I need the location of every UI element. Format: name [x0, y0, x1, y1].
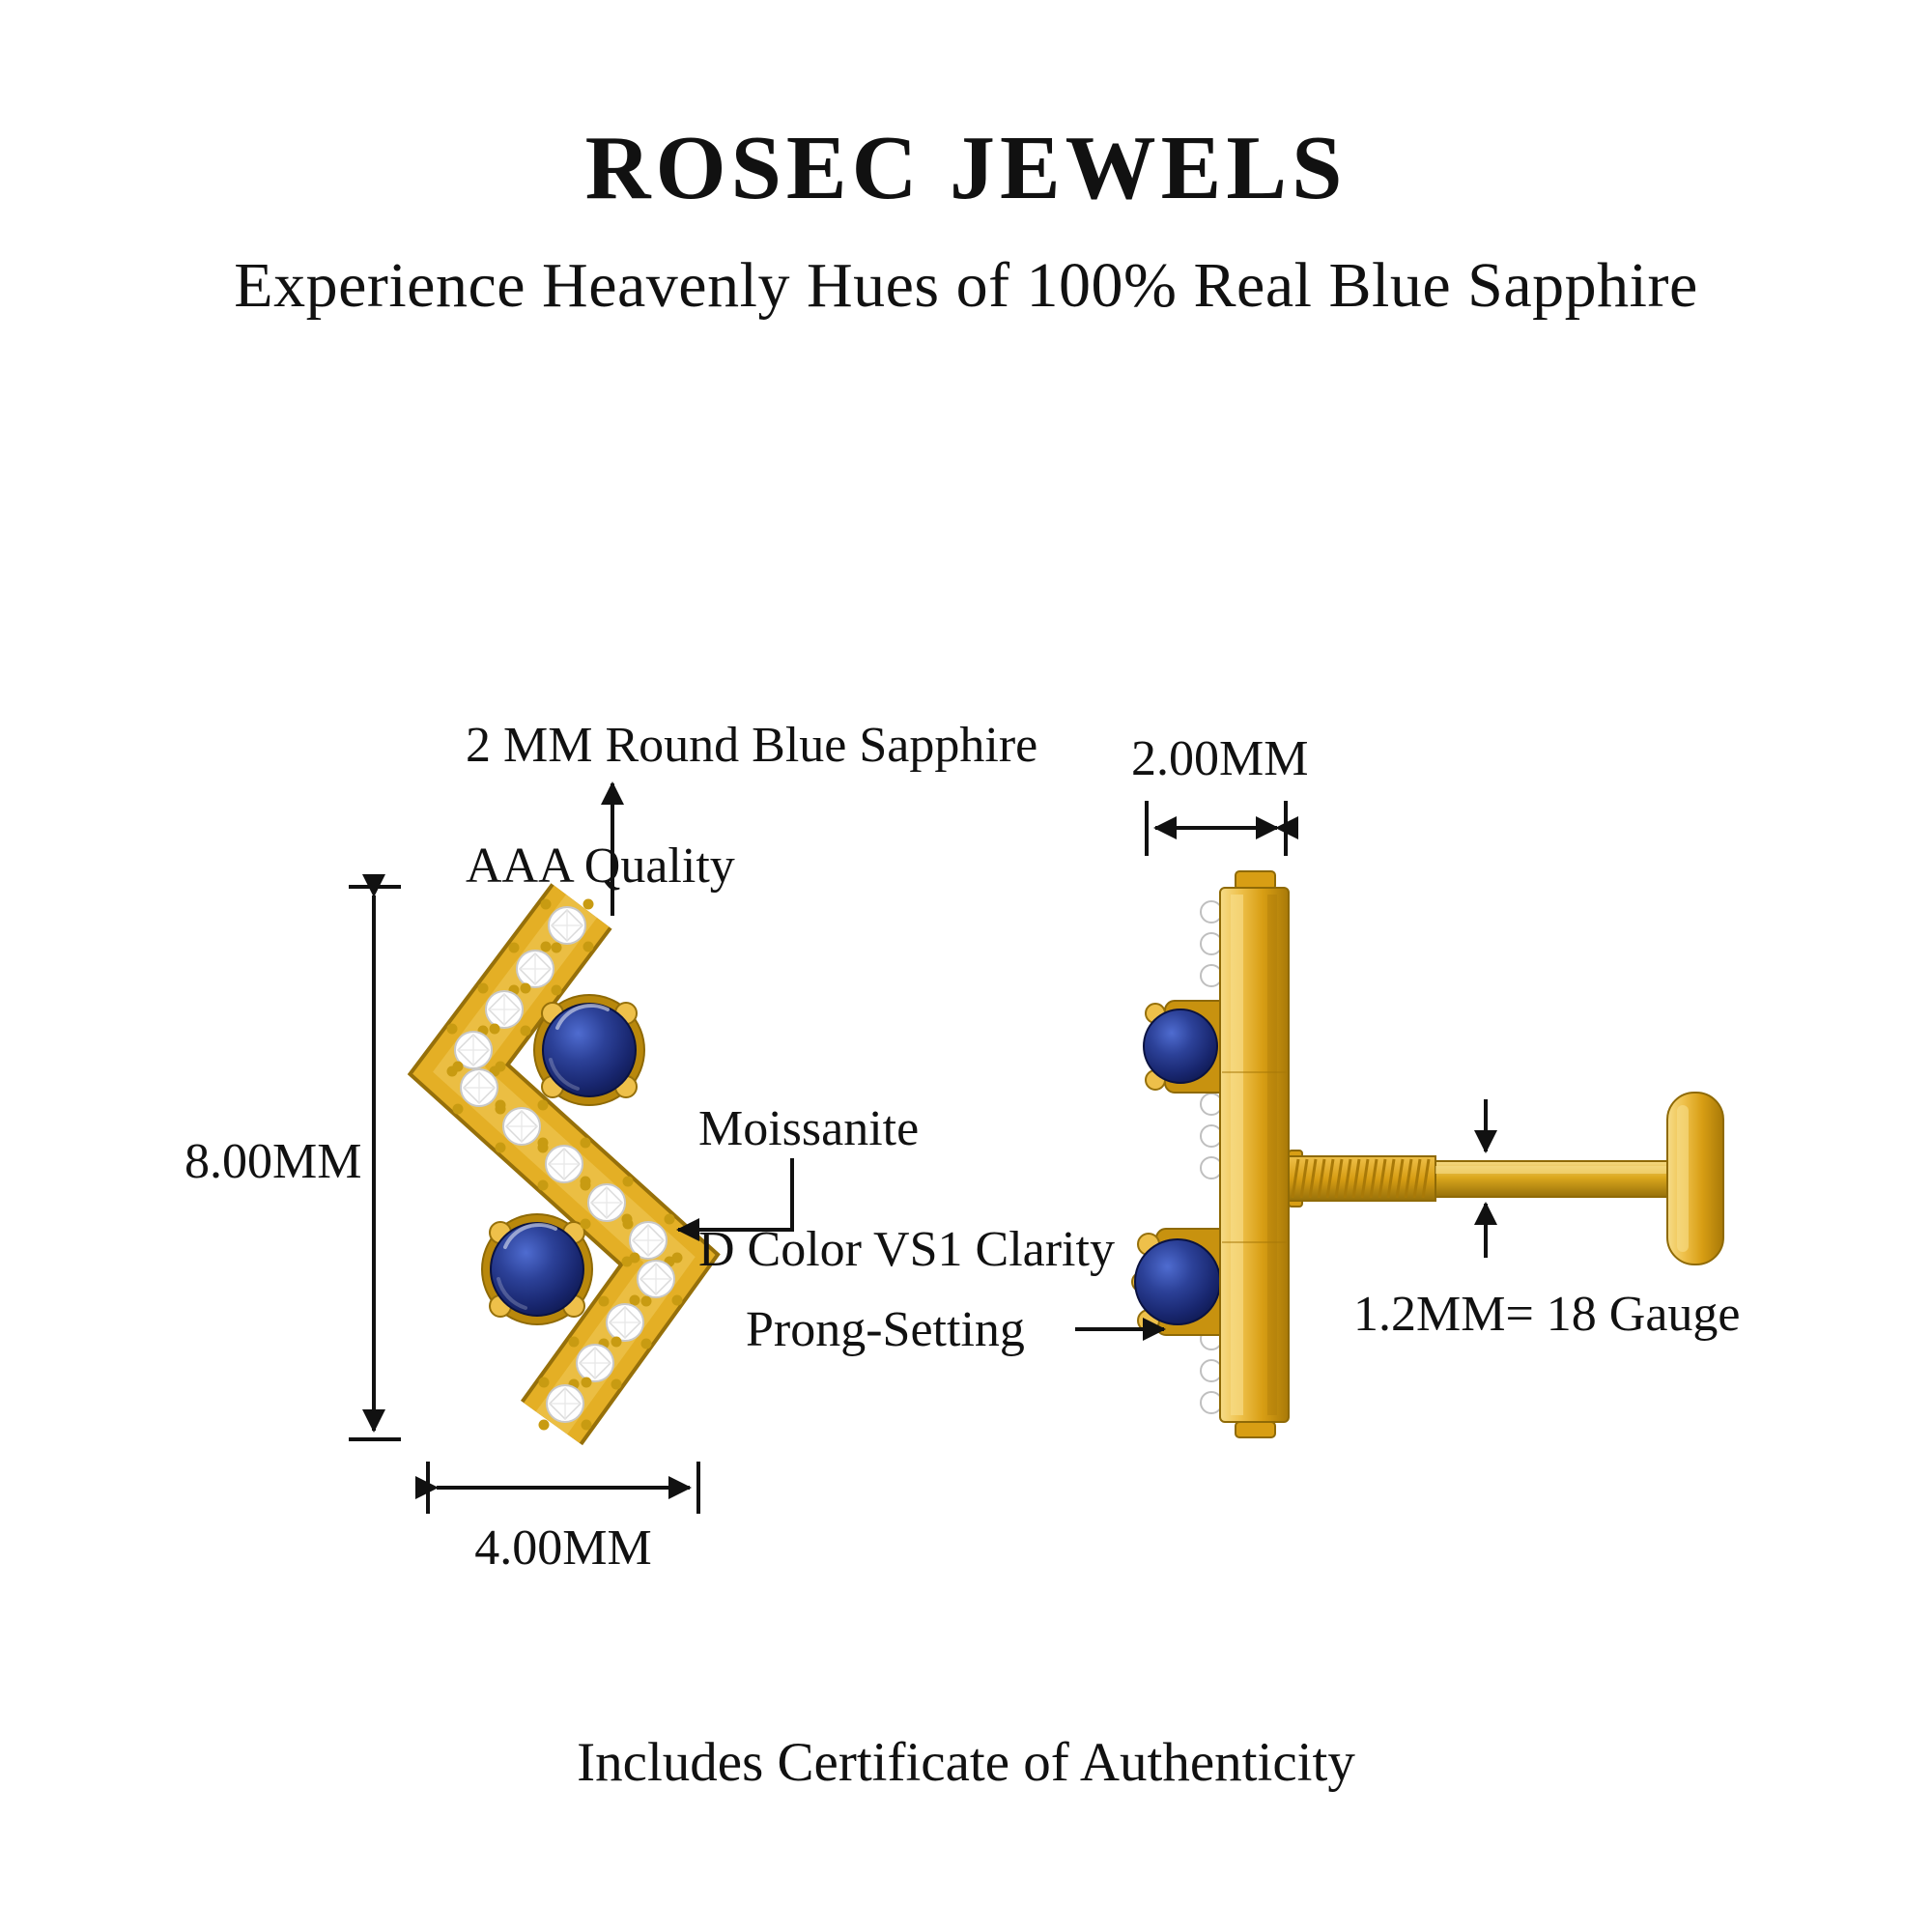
sapphire-stone-top — [532, 993, 646, 1107]
sapphire-stone-bottom — [480, 1212, 594, 1326]
front-view-earring — [407, 883, 721, 1446]
dimension-lines — [349, 781, 1497, 1514]
side-view-earring — [1131, 870, 1724, 1438]
dim-2mm-bracket — [1145, 801, 1298, 856]
prong-setting-annotation: Prong-Setting — [746, 1302, 1025, 1357]
dim-4mm-bracket — [415, 1462, 700, 1514]
gauge-annotation: 1.2MM= 18 Gauge — [1353, 1287, 1741, 1342]
post-shaft — [1435, 1160, 1670, 1198]
certificate-note: Includes Certificate of Authenticity — [577, 1732, 1355, 1793]
moissanite-annotation: Moissanite D Color VS1 Clarity — [698, 1039, 1115, 1341]
dimension-label-4mm: 4.00MM — [474, 1520, 652, 1576]
sapphire-annotation-line2: AAA Quality — [466, 838, 735, 895]
brand-title: ROSEC JEWELS — [584, 118, 1348, 218]
sapphire-annotation-line1: 2 MM Round Blue Sapphire — [466, 718, 1038, 774]
side-diamond-bumps — [1200, 900, 1223, 1414]
moissanite-annotation-line1: Moissanite — [698, 1101, 920, 1157]
leader-arrow-moissanite — [676, 1158, 794, 1241]
tagline: Experience Heavenly Hues of 100% Real Bl… — [234, 250, 1698, 321]
dimension-label-2mm: 2.00MM — [1131, 731, 1309, 786]
sapphire-annotation: 2 MM Round Blue Sapphire AAA Quality — [466, 656, 1037, 957]
side-plate — [1219, 870, 1290, 1438]
flat-back-disc — [1666, 1092, 1724, 1265]
dimension-label-8mm: 8.00MM — [185, 1134, 362, 1189]
moissanite-annotation-line2: D Color VS1 Clarity — [698, 1222, 1115, 1278]
threaded-section — [1288, 1150, 1436, 1208]
screw-post — [1288, 1092, 1724, 1265]
dim-8mm-bracket — [349, 874, 401, 1441]
